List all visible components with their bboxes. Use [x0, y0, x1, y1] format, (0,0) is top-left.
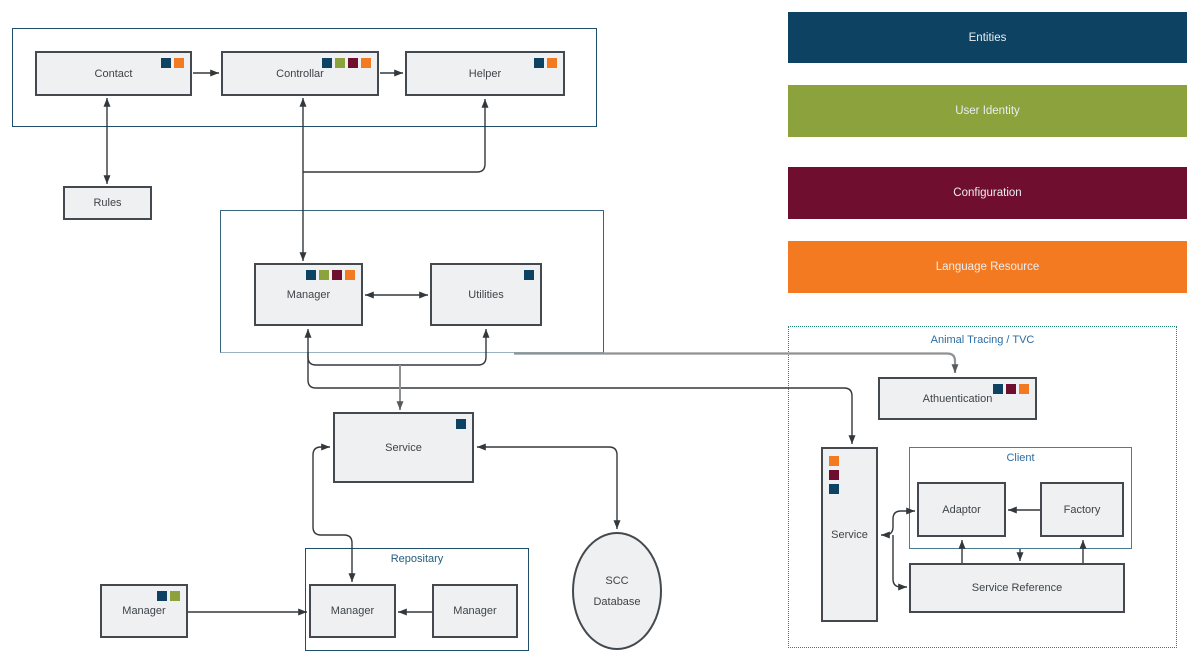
- category-badge-configuration: [332, 270, 342, 280]
- node-helper: Helper: [405, 51, 565, 96]
- node-controllar-label: Controllar: [276, 67, 324, 80]
- node-adaptor-label: Adaptor: [942, 503, 981, 516]
- category-badge-entities: [157, 591, 167, 601]
- legend-user-identity-label: User Identity: [955, 105, 1020, 117]
- connector-branch-helper: [303, 99, 489, 173]
- category-badge-language_resource: [547, 58, 557, 68]
- category-badges: [993, 384, 1029, 394]
- node-factory-label: Factory: [1063, 503, 1101, 516]
- scc-database-line2: Database: [593, 595, 641, 608]
- node-utilities: Utilities: [430, 263, 542, 326]
- node-service-reference-label: Service Reference: [971, 582, 1063, 594]
- connector-service-repo-manager: [312, 443, 356, 582]
- node-service-reference: Service Reference: [909, 563, 1125, 613]
- node-manager-left: Manager: [100, 584, 188, 638]
- node-rules-label: Rules: [93, 197, 122, 209]
- legend-user-identity: User Identity: [788, 85, 1187, 137]
- category-badge-entities: [306, 270, 316, 280]
- node-contact: Contact: [35, 51, 192, 96]
- node-service-tvc-label: Service: [831, 528, 868, 541]
- legend-entities: Entities: [788, 12, 1187, 63]
- connector-service-tvc-service-reference: [892, 535, 907, 591]
- category-badge-configuration: [829, 470, 839, 480]
- category-badges: [524, 270, 534, 280]
- category-badges: [157, 591, 180, 601]
- category-badges: [456, 419, 466, 429]
- category-badge-entities: [456, 419, 466, 429]
- category-badge-user_identity: [170, 591, 180, 601]
- node-manager-repo-right: Manager: [432, 584, 518, 638]
- legend-language-resource-label: Language Resource: [935, 261, 1040, 273]
- node-utilities-label: Utilities: [468, 288, 504, 301]
- category-badge-entities: [161, 58, 171, 68]
- category-badge-configuration: [348, 58, 358, 68]
- node-rules: Rules: [63, 186, 152, 220]
- scc-database-line1: SCC: [605, 574, 629, 587]
- node-manager-repo-left: Manager: [309, 584, 396, 638]
- connector-loop-manager-utilities: [304, 329, 490, 366]
- node-athuentication: Athuentication: [878, 377, 1037, 420]
- node-service-main: Service: [333, 412, 474, 483]
- connector-manager-service-tvc: [307, 352, 856, 444]
- category-badges: [534, 58, 557, 68]
- category-badge-user_identity: [335, 58, 345, 68]
- node-factory: Factory: [1040, 482, 1124, 537]
- category-badge-language_resource: [1019, 384, 1029, 394]
- node-service-tvc: Service: [821, 447, 878, 622]
- category-badge-language_resource: [174, 58, 184, 68]
- category-badge-entities: [534, 58, 544, 68]
- category-badge-entities: [322, 58, 332, 68]
- node-service-main-label: Service: [385, 441, 422, 454]
- category-badges: [322, 58, 371, 68]
- legend-entities-label: Entities: [968, 31, 1007, 44]
- node-scc-database: SCC Database: [572, 532, 662, 650]
- category-badges: [306, 270, 355, 280]
- legend-configuration-label: Configuration: [953, 187, 1022, 199]
- category-badge-user_identity: [319, 270, 329, 280]
- node-adaptor: Adaptor: [917, 482, 1006, 537]
- node-contact-label: Contact: [94, 67, 133, 80]
- node-manager-repo-left-label: Manager: [330, 605, 375, 617]
- manager-layer-container: [220, 210, 604, 353]
- node-manager-mid-label: Manager: [286, 288, 331, 301]
- node-athuentication-label: Athuentication: [922, 392, 993, 405]
- category-badge-entities: [993, 384, 1003, 394]
- node-manager-repo-right-label: Manager: [453, 605, 497, 617]
- category-badge-language_resource: [361, 58, 371, 68]
- connector-service-scc-database: [477, 443, 621, 529]
- legend-language-resource: Language Resource: [788, 241, 1187, 293]
- node-controllar: Controllar: [221, 51, 379, 96]
- category-badges: [161, 58, 184, 68]
- node-helper-label: Helper: [468, 67, 502, 80]
- category-badge-entities: [829, 484, 839, 494]
- category-badge-language_resource: [345, 270, 355, 280]
- connector-gray-athuentication: [514, 352, 959, 373]
- legend-configuration: Configuration: [788, 167, 1187, 219]
- category-badge-entities: [524, 270, 534, 280]
- node-manager-left-label: Manager: [122, 605, 166, 617]
- connector-service-tvc-adaptor: [881, 507, 915, 539]
- category-badge-configuration: [1006, 384, 1016, 394]
- node-manager-mid: Manager: [254, 263, 363, 326]
- category-badges: [829, 456, 839, 494]
- category-badge-language_resource: [829, 456, 839, 466]
